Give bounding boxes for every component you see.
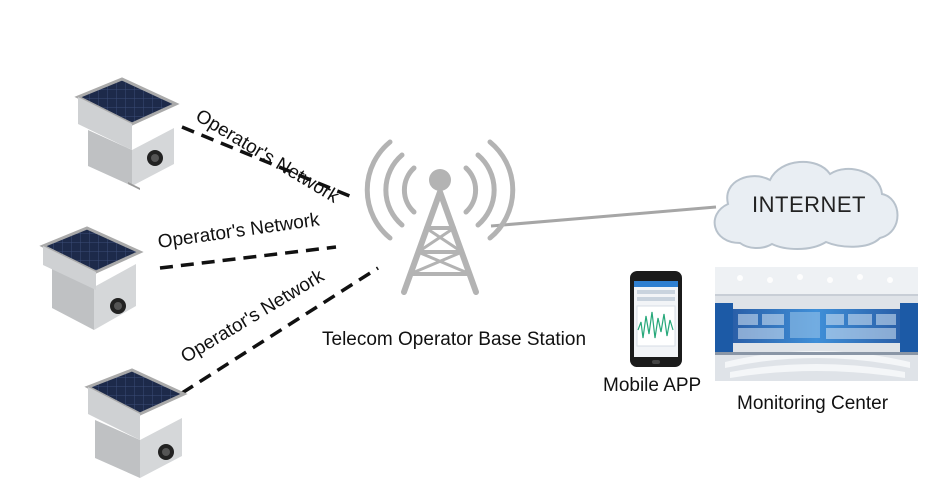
radio-tower-icon: [364, 139, 516, 295]
network-link-1: [181, 125, 353, 199]
network-link-2: [159, 245, 337, 270]
mobile-app-label: Mobile APP: [603, 375, 702, 396]
solar-sensor-device-1: [74, 77, 180, 190]
internet-label: INTERNET: [752, 192, 866, 217]
control-room-photo: [715, 267, 918, 381]
network-link-3: [181, 266, 379, 395]
solar-powered-sensor-box-icon: [39, 226, 144, 330]
network-links: [159, 125, 379, 395]
monitoring-center-label: Monitoring Center: [737, 393, 889, 414]
smartphone-icon: [630, 271, 682, 367]
base-station-label: Telecom Operator Base Station: [322, 329, 587, 350]
solar-sensor-device-2: [39, 226, 144, 330]
solar-powered-sensor-box-icon: [84, 368, 188, 478]
tower-internet-link: [490, 205, 717, 228]
solar-powered-sensor-box-icon: [74, 77, 180, 190]
solar-sensor-device-3: [84, 368, 188, 478]
cloud-icon: [713, 161, 899, 250]
